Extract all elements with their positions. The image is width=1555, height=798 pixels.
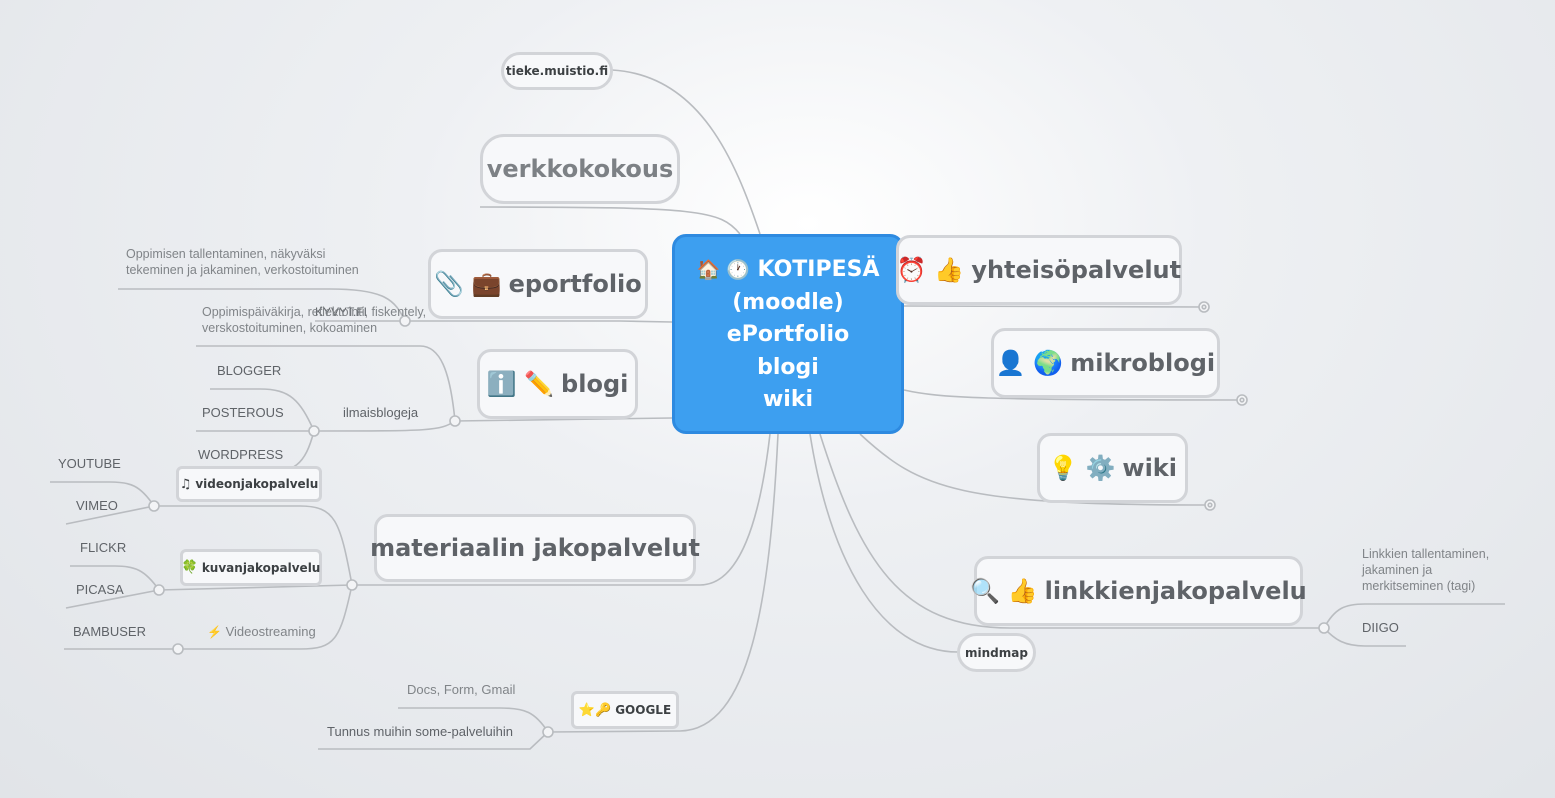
connector-verkkokokous [479, 206, 741, 235]
node-label: mindmap [965, 645, 1028, 660]
node-label: videonjakopalvelu [195, 477, 319, 491]
lightbulb-gear-icon: 💡 ⚙️ [1048, 454, 1116, 482]
label-youtube[interactable]: YOUTUBE [58, 456, 121, 471]
star-key-icon: ⭐🔑 [578, 702, 612, 718]
node-label: mikroblogi [1070, 349, 1216, 377]
node-wiki[interactable]: 💡 ⚙️ wiki [1037, 433, 1188, 503]
node-materiaalin-jakopalvelut[interactable]: materiaalin jakopalvelut [370, 514, 700, 582]
label-wordpress[interactable]: WORDPRESS [198, 447, 284, 462]
label-docs-form-gmail[interactable]: Docs, Form, Gmail [407, 682, 516, 697]
connector-yhteiso [903, 305, 1205, 308]
connector-google [547, 433, 779, 733]
node-label: kuvanjakopalvelu [201, 560, 321, 575]
node-label: verkkokokous [486, 155, 674, 183]
connector-oppimisen [118, 288, 406, 322]
node-mikroblogi[interactable]: 👤 🌍 mikroblogi [991, 328, 1220, 398]
music-note-icon: ♫ [179, 476, 192, 492]
connector-oppimispaivakirja [196, 345, 456, 422]
magnifier-thumbsup-icon: 🔍 👍 [970, 577, 1038, 605]
node-label: GOOGLE [615, 703, 672, 717]
label-picasa[interactable]: PICASA [76, 582, 124, 597]
home-clock-icons: 🏠 🕐 [696, 259, 750, 281]
connector-materiaali [352, 433, 771, 586]
node-verkkokokous[interactable]: verkkokokous [480, 134, 680, 204]
label-videostreaming[interactable]: ⚡ Videostreaming [207, 624, 316, 639]
label-flickr[interactable]: FLICKR [80, 540, 127, 555]
note-oppimispaivakirja[interactable]: Oppimispäiväkirja, reflektointi, fiskent… [202, 305, 427, 335]
connector-mikroblogi [903, 389, 1243, 401]
label-kyvyt-fi[interactable]: KYVYT.FI [315, 305, 368, 319]
connector-eportfolio [405, 320, 673, 323]
node-linkkienjakopalvelu[interactable]: 🔍 👍 linkkienjakopalvelu [970, 556, 1307, 626]
node-yhteisopalvelut[interactable]: ⏰ 👍 yhteisöpalvelut [896, 235, 1182, 305]
node-label: linkkienjakopalvelu [1044, 577, 1307, 605]
central-topic[interactable]: 🏠 🕐 KOTIPESÄ (moodle) ePortfolio blogi w… [672, 234, 904, 434]
branch-dot [1318, 622, 1330, 634]
user-globe-icon: 👤 🌍 [995, 349, 1064, 377]
label-text: Videostreaming [225, 624, 316, 639]
central-topic-line-1: 🏠 🕐 KOTIPESÄ [696, 257, 880, 282]
connector-flickr [70, 565, 160, 591]
alarm-thumbsup-icon: ⏰ 👍 [896, 256, 965, 284]
node-label: blogi [561, 370, 629, 398]
central-topic-line-5: wiki [762, 387, 814, 412]
connector-linkkien [1323, 603, 1505, 629]
branch-dot [308, 425, 320, 437]
connector-kuva [158, 584, 353, 591]
connector-stream [178, 584, 353, 650]
note-linkkien-tallentaminen[interactable]: Linkkien tallentaminen, jakaminen ja mer… [1362, 547, 1490, 593]
connector-tieke [611, 69, 761, 235]
node-kuvanjakopalvelu[interactable]: 🍀 kuvanjakopalvelu [180, 549, 322, 586]
label-diigo[interactable]: DIIGO [1362, 620, 1399, 635]
note-oppimisen-tallentaminen[interactable]: Oppimisen tallentaminen, näkyväksi tekem… [126, 247, 359, 277]
info-pencil-icon: ℹ️ ✏️ [486, 370, 555, 398]
central-topic-line-4: blogi [757, 354, 819, 380]
label-posterous[interactable]: POSTEROUS [202, 405, 284, 420]
connector-wiki [859, 433, 1211, 506]
connector-tunnus [318, 731, 549, 750]
node-label: materiaalin jakopalvelut [370, 534, 700, 562]
node-tieke-muistio[interactable]: tieke.muistio.fi [501, 52, 613, 90]
branch-dot [148, 500, 160, 512]
central-topic-line-2: (moodle) [732, 289, 844, 315]
connector-ilmaisblogeja [313, 420, 456, 432]
connector-linkit [819, 433, 1324, 629]
paperclip-briefcase-icon: 📎 💼 [434, 270, 502, 298]
node-eportfolio[interactable]: 📎 💼 eportfolio [428, 249, 648, 319]
lightning-icon: ⚡ [207, 625, 222, 639]
central-topic-line-3: ePortfolio [726, 322, 850, 347]
connector-video [154, 505, 353, 586]
label-ilmaisblogeja[interactable]: ilmaisblogeja [343, 405, 419, 420]
node-blogi[interactable]: ℹ️ ✏️ blogi [477, 349, 638, 419]
branch-dot [346, 579, 358, 591]
connector-vimeo [65, 505, 155, 525]
node-mindmap[interactable]: mindmap [957, 633, 1036, 672]
branch-dot [153, 584, 165, 596]
node-google[interactable]: ⭐🔑 GOOGLE [571, 691, 679, 729]
connector-blogger [210, 388, 315, 432]
connector-picasa [65, 589, 160, 609]
label-bambuser[interactable]: BAMBUSER [73, 624, 146, 639]
label-blogger[interactable]: BLOGGER [217, 363, 282, 378]
branch-dot [172, 643, 184, 655]
node-label: tieke.muistio.fi [505, 64, 609, 78]
node-videonjakopalvelu[interactable]: ♫ videonjakopalvelu [176, 466, 322, 502]
clover-icon: 🍀 [181, 560, 198, 575]
node-label: eportfolio [508, 270, 642, 298]
connector-docs [398, 707, 549, 733]
node-label: yhteisöpalvelut [971, 256, 1182, 284]
label-vimeo[interactable]: VIMEO [76, 498, 118, 513]
label-tunnus-muihin[interactable]: Tunnus muihin some-palveluihin [327, 724, 513, 739]
branch-dot [449, 415, 461, 427]
branch-dot [542, 726, 554, 738]
connector-mindmap [809, 433, 959, 653]
connector-blogi [454, 417, 673, 422]
connector-youtube [50, 481, 155, 507]
branch-dot [399, 315, 411, 327]
node-label: wiki [1122, 454, 1177, 482]
